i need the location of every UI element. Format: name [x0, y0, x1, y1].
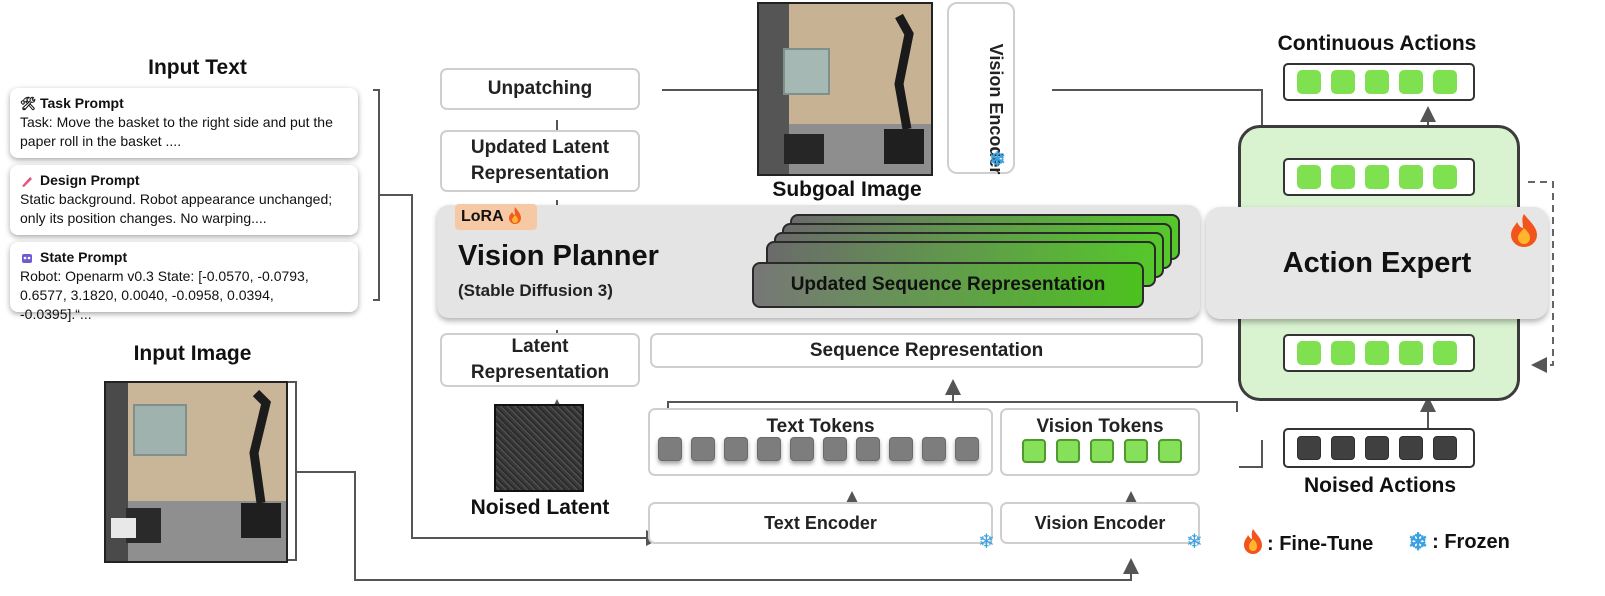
vision-token [1090, 439, 1114, 463]
text-tokens-label: Text Tokens [766, 416, 875, 437]
noised-latent-image [494, 404, 584, 492]
lora-label: LoRA [461, 208, 504, 225]
task-prompt-heading: Task Prompt [40, 95, 124, 111]
subgoal-image [757, 2, 933, 176]
sequence-representation-box: Sequence Representation [650, 333, 1203, 368]
text-token [658, 437, 682, 461]
updated-latent-box: Updated Latent Representation [440, 130, 640, 192]
subgoal-vision-encoder-box: Vision Encoder ❄ [947, 2, 1015, 174]
text-token [691, 437, 715, 461]
text-encoder-label: Text Encoder [764, 512, 877, 533]
action-token [1331, 341, 1355, 365]
subgoal-image-title: Subgoal Image [772, 178, 922, 201]
text-encoder-box: Text Encoder [648, 502, 993, 544]
state-prompt-heading: State Prompt [40, 249, 128, 265]
input-text-title: Input Text [148, 56, 247, 79]
noised-action-token [1297, 436, 1321, 460]
vision-encoder-label: Vision Encoder [1034, 512, 1166, 533]
brush-icon [20, 174, 34, 188]
design-prompt-heading: Design Prompt [40, 172, 140, 188]
task-prompt-card: 🛠Task Prompt Task: Move the basket to th… [10, 88, 358, 158]
action-token [1297, 165, 1321, 189]
frozen-snowflake-icon: ❄ [989, 149, 1006, 171]
input-image-title: Input Image [133, 342, 252, 365]
action-token [1297, 341, 1321, 365]
vision-planner-title: Vision Planner [458, 240, 659, 272]
tools-icon: 🛠 [20, 95, 37, 111]
action-token [1331, 70, 1355, 94]
design-prompt-body: Static background. Robot appearance unch… [20, 191, 333, 226]
fire-icon [1243, 528, 1263, 560]
state-prompt-body: Robot: Openarm v0.3 State: [-0.0570, -0.… [20, 268, 309, 322]
robot-icon [20, 251, 34, 265]
state-prompt-card: State Prompt Robot: Openarm v0.3 State: … [10, 242, 358, 322]
text-token [889, 437, 913, 461]
action-token [1365, 341, 1389, 365]
task-prompt-body: Task: Move the basket to the right side … [20, 114, 333, 149]
fire-icon [508, 206, 522, 229]
text-token [757, 437, 781, 461]
text-token [790, 437, 814, 461]
action-token [1433, 341, 1457, 365]
action-token [1365, 70, 1389, 94]
text-token [955, 437, 979, 461]
noised-actions-title: Noised Actions [1303, 474, 1457, 497]
frozen-snowflake-icon: ❄ [1186, 531, 1203, 553]
action-token [1399, 70, 1423, 94]
text-token [823, 437, 847, 461]
text-token [856, 437, 880, 461]
latent-representation-box: Latent Representation [440, 333, 640, 387]
noised-action-token [1331, 436, 1355, 460]
vision-tokens-label: Vision Tokens [1036, 416, 1164, 437]
snowflake-icon: ❄ [1408, 529, 1429, 556]
vision-token [1022, 439, 1046, 463]
fire-icon [1510, 213, 1538, 252]
noised-action-token [1433, 436, 1457, 460]
action-expert-title: Action Expert [1206, 207, 1548, 319]
legend-fine-tune: : Fine-Tune [1243, 528, 1373, 560]
vision-token [1056, 439, 1080, 463]
vision-planner-subtitle: (Stable Diffusion 3) [458, 281, 613, 300]
legend-frozen-label: : Frozen [1432, 531, 1510, 553]
noised-latent-title: Noised Latent [470, 496, 610, 519]
unpatching-box: Unpatching [440, 68, 640, 110]
action-token [1365, 165, 1389, 189]
action-token [1433, 165, 1457, 189]
noised-action-token [1365, 436, 1389, 460]
action-token [1297, 70, 1321, 94]
action-token [1433, 70, 1457, 94]
text-token [724, 437, 748, 461]
text-token [922, 437, 946, 461]
vision-encoder-box: Vision Encoder [1000, 502, 1200, 544]
updated-sequence-representation: Updated Sequence Representation [752, 262, 1144, 308]
continuous-actions-title: Continuous Actions [1277, 32, 1477, 55]
lora-badge: LoRA [455, 204, 537, 230]
noised-action-token [1399, 436, 1423, 460]
action-token [1331, 165, 1355, 189]
action-token [1399, 165, 1423, 189]
legend-frozen: ❄ : Frozen [1408, 528, 1510, 557]
input-image [104, 381, 288, 563]
vision-token [1124, 439, 1148, 463]
action-token [1399, 341, 1423, 365]
frozen-snowflake-icon: ❄ [978, 531, 995, 553]
legend-fine-tune-label: : Fine-Tune [1267, 532, 1374, 555]
design-prompt-card: Design Prompt Static background. Robot a… [10, 165, 358, 235]
vision-token [1158, 439, 1182, 463]
